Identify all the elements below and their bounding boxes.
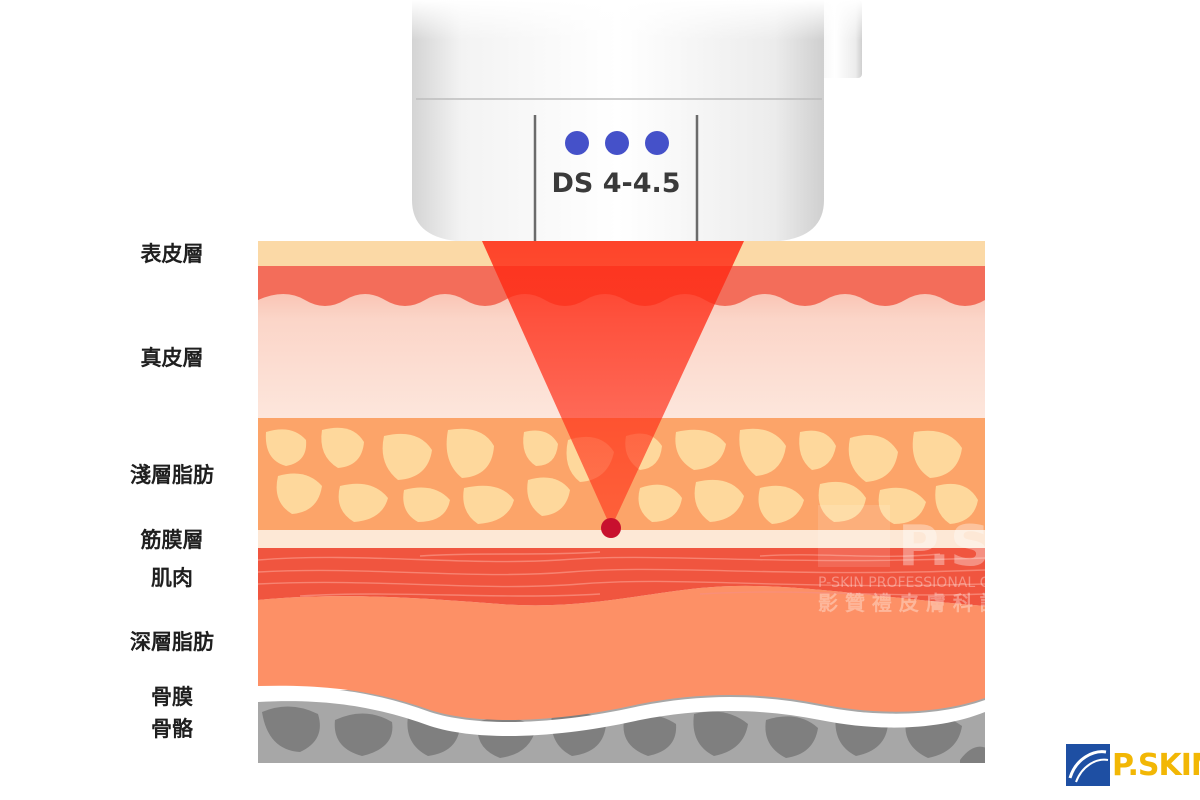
logo-mark xyxy=(1066,744,1110,786)
indicator-dot-2 xyxy=(605,131,629,155)
label-epidermis: 表皮層 xyxy=(140,242,204,266)
logo-text: P.SKIN xyxy=(1112,748,1200,783)
watermark-line1: P-SKIN PROFESSIONAL C xyxy=(818,575,990,591)
label-fascia: 筋膜層 xyxy=(140,528,204,552)
fascia-layer xyxy=(258,530,985,548)
watermark: P.SKIN P-SKIN PROFESSIONAL C 影 贊 禮 皮 膚 科… xyxy=(818,505,1101,615)
deep-fat-layer xyxy=(258,585,985,721)
indicator-dot-1 xyxy=(565,131,589,155)
skin-cross-section: P.SKIN P-SKIN PROFESSIONAL C 影 贊 禮 皮 膚 科… xyxy=(258,241,1101,763)
focal-point xyxy=(601,518,621,538)
label-deep-fat: 深層脂肪 xyxy=(130,630,214,654)
label-bone: 骨骼 xyxy=(151,717,193,741)
label-periosteum: 骨膜 xyxy=(151,685,193,709)
label-dermis: 真皮層 xyxy=(140,346,204,370)
transducer-device: DS 4-4.5 xyxy=(412,0,862,241)
muscle-fibers xyxy=(258,551,985,597)
watermark-logo: P.SKIN xyxy=(898,514,1101,579)
label-superficial-fat: 淺層脂肪 xyxy=(130,463,214,487)
indicator-dot-3 xyxy=(645,131,669,155)
watermark-line2: 影 贊 禮 皮 膚 科 診 xyxy=(818,591,1001,615)
label-muscle: 肌肉 xyxy=(151,566,193,590)
periosteum-layer xyxy=(258,687,985,737)
ultrasound-beam xyxy=(482,241,744,528)
muscle-layer xyxy=(258,548,985,606)
cartridge-label: DS 4-4.5 xyxy=(551,168,680,199)
pskin-logo: P.SKIN xyxy=(1066,744,1200,786)
